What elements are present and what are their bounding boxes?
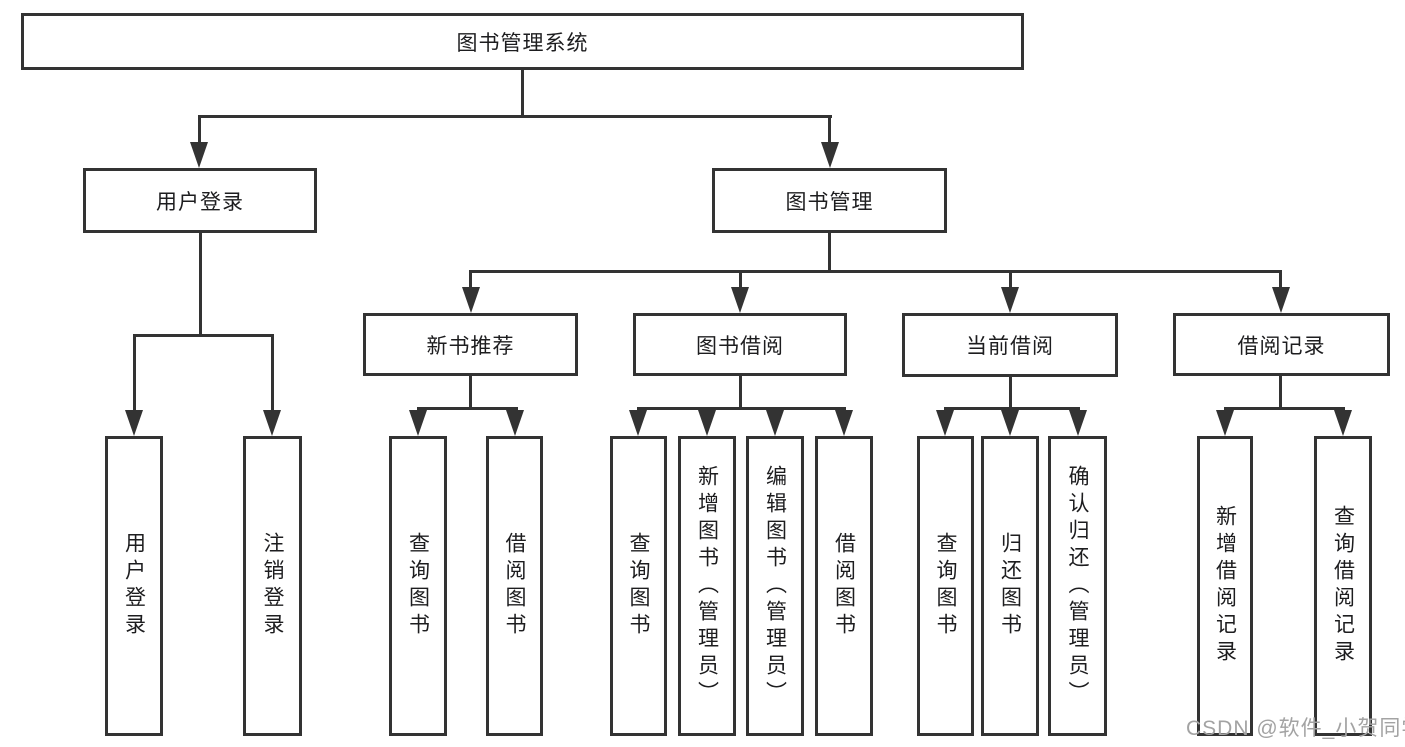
- node-current-borrowing: 当前借阅: [902, 313, 1118, 377]
- node-book-borrowing: 图书借阅: [633, 313, 847, 376]
- leaf-add-books-admin: 新增图书（管理员）: [678, 436, 736, 736]
- node-label: 编辑图书（管理员）: [763, 464, 787, 708]
- node-label: 注销登录: [261, 532, 284, 640]
- node-label: 查询图书: [406, 532, 430, 640]
- node-label: 当前借阅: [966, 335, 1054, 358]
- leaf-user-login: 用户登录: [105, 436, 163, 736]
- arrowhead-down-icon: [505, 410, 524, 436]
- node-label: 新增图书（管理员）: [695, 464, 719, 708]
- arrowhead-down-icon: [461, 287, 480, 313]
- leaf-edit-books-admin: 编辑图书（管理员）: [746, 436, 804, 736]
- arrowhead-down-icon: [835, 410, 853, 436]
- arrowhead-down-icon: [1068, 410, 1087, 436]
- node-label: 归还图书: [998, 532, 1022, 640]
- node-borrowing-records: 借阅记录: [1173, 313, 1390, 376]
- leaf-query-books-recommend: 查询图书: [389, 436, 447, 736]
- node-label: 借阅图书: [832, 532, 856, 640]
- node-label: 新书推荐: [426, 334, 515, 358]
- connector-line: [738, 376, 742, 410]
- leaf-logout: 注销登录: [243, 436, 302, 736]
- connector-line: [469, 270, 1282, 273]
- connector-line: [1279, 376, 1282, 410]
- connector-line: [270, 334, 274, 414]
- node-label: 图书借阅: [696, 334, 784, 358]
- connector-line: [943, 407, 1080, 410]
- node-book-management-branch: 图书管理: [712, 168, 947, 233]
- connector-line: [636, 407, 846, 410]
- node-new-book-recommendation: 新书推荐: [363, 313, 578, 376]
- arrowhead-down-icon: [409, 410, 427, 436]
- node-label: 新增借阅记录: [1213, 505, 1237, 667]
- connector-line: [1279, 270, 1282, 292]
- arrowhead-down-icon: [1001, 287, 1019, 313]
- arrowhead-down-icon: [731, 287, 749, 313]
- connector-line: [132, 334, 274, 337]
- connector-line: [197, 115, 832, 118]
- arrowhead-down-icon: [1334, 410, 1352, 436]
- leaf-return-books: 归还图书: [981, 436, 1039, 736]
- connector-line: [416, 407, 518, 410]
- connector-line: [1008, 270, 1012, 292]
- arrowhead-down-icon: [820, 142, 839, 168]
- node-label: 查询借阅记录: [1331, 505, 1355, 667]
- arrowhead-down-icon: [190, 142, 208, 168]
- node-label: 图书管理系统: [456, 31, 589, 55]
- node-label: 用户登录: [156, 190, 244, 214]
- arrowhead-down-icon: [1216, 410, 1234, 436]
- leaf-query-books-borrowing: 查询图书: [610, 436, 667, 736]
- csdn-watermark: CSDN @软件_小贺同学: [1186, 717, 1405, 740]
- connector-line: [828, 115, 831, 147]
- node-label: 借阅图书: [503, 532, 526, 640]
- leaf-borrow-books: 借阅图书: [815, 436, 873, 736]
- node-label: 查询图书: [934, 532, 957, 640]
- connector-line: [469, 270, 472, 292]
- connector-line: [132, 334, 136, 414]
- node-label: 借阅记录: [1237, 334, 1326, 358]
- arrowhead-down-icon: [263, 410, 281, 436]
- node-label: 用户登录: [122, 532, 146, 640]
- arrowhead-down-icon: [629, 410, 647, 436]
- node-label: 图书管理: [785, 190, 874, 214]
- connector-line: [738, 270, 742, 292]
- node-label: 查询图书: [627, 532, 650, 640]
- connector-line: [827, 233, 831, 273]
- connector-line: [1008, 377, 1012, 410]
- arrowhead-down-icon: [936, 410, 954, 436]
- leaf-query-borrow-record: 查询借阅记录: [1314, 436, 1372, 736]
- connector-line: [469, 376, 472, 410]
- connector-line: [197, 115, 201, 147]
- connector-line: [1223, 407, 1345, 410]
- arrowhead-down-icon: [698, 410, 716, 436]
- arrowhead-down-icon: [1271, 287, 1290, 313]
- arrowhead-down-icon: [766, 410, 784, 436]
- leaf-confirm-return-admin: 确认归还（管理员）: [1048, 436, 1107, 736]
- leaf-borrow-books-recommend: 借阅图书: [486, 436, 543, 736]
- node-library-management-system: 图书管理系统: [21, 13, 1024, 70]
- node-user-login-branch: 用户登录: [83, 168, 317, 233]
- leaf-query-books-current: 查询图书: [917, 436, 974, 736]
- node-label: 确认归还（管理员）: [1066, 464, 1089, 708]
- arrowhead-down-icon: [1001, 410, 1019, 436]
- leaf-add-borrow-record: 新增借阅记录: [1197, 436, 1253, 736]
- arrowhead-down-icon: [125, 410, 143, 436]
- connector-line: [198, 233, 202, 337]
- connector-line: [520, 70, 524, 118]
